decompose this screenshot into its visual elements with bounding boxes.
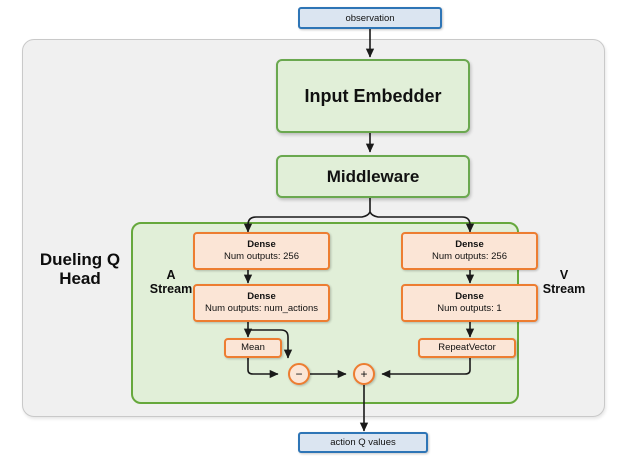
a-stream-label: A Stream bbox=[141, 268, 201, 296]
add-operator-icon[interactable]: + bbox=[353, 363, 375, 385]
a-stream-label-line1: A bbox=[166, 268, 176, 282]
repeatvector-label: RepeatVector bbox=[438, 342, 496, 353]
dueling-q-head-label-line2: Head bbox=[59, 269, 101, 289]
v-dense-1-node[interactable]: Dense Num outputs: 1 bbox=[401, 284, 538, 322]
action-q-values-node[interactable]: action Q values bbox=[298, 432, 428, 453]
action-q-values-label: action Q values bbox=[330, 437, 396, 448]
mean-label: Mean bbox=[241, 342, 265, 353]
v-dense-256-title: Dense bbox=[455, 239, 484, 250]
v-dense-256-subtitle: Num outputs: 256 bbox=[432, 251, 507, 262]
subtract-symbol: − bbox=[295, 367, 303, 381]
v-dense-1-subtitle: Num outputs: 1 bbox=[437, 303, 502, 314]
a-dense-256-subtitle: Num outputs: 256 bbox=[224, 251, 299, 262]
dueling-q-head-label: Dueling Q Head bbox=[32, 250, 128, 288]
dueling-q-head-label-line1: Dueling Q bbox=[39, 250, 121, 269]
observation-node[interactable]: observation bbox=[298, 7, 442, 29]
v-dense-1-title: Dense bbox=[455, 291, 484, 302]
v-stream-label-line1: V bbox=[559, 268, 569, 282]
middleware-label: Middleware bbox=[326, 166, 420, 186]
a-dense-num-actions-title: Dense bbox=[247, 291, 276, 302]
repeatvector-node[interactable]: RepeatVector bbox=[418, 338, 516, 358]
a-dense-num-actions-node[interactable]: Dense Num outputs: num_actions bbox=[193, 284, 330, 322]
input-embedder-label: Input Embedder bbox=[304, 85, 442, 106]
v-stream-label: V Stream bbox=[534, 268, 594, 296]
observation-label: observation bbox=[345, 12, 395, 24]
add-symbol: + bbox=[360, 367, 368, 381]
input-embedder-node[interactable]: Input Embedder bbox=[276, 59, 470, 133]
a-dense-num-actions-subtitle: Num outputs: num_actions bbox=[204, 303, 318, 314]
v-dense-256-node[interactable]: Dense Num outputs: 256 bbox=[401, 232, 538, 270]
mean-node[interactable]: Mean bbox=[224, 338, 282, 358]
v-stream-label-line2: Stream bbox=[542, 282, 586, 296]
a-dense-256-title: Dense bbox=[247, 239, 276, 250]
a-stream-label-line2: Stream bbox=[149, 282, 193, 296]
middleware-node[interactable]: Middleware bbox=[276, 155, 470, 198]
subtract-operator-icon[interactable]: − bbox=[288, 363, 310, 385]
a-dense-256-node[interactable]: Dense Num outputs: 256 bbox=[193, 232, 330, 270]
